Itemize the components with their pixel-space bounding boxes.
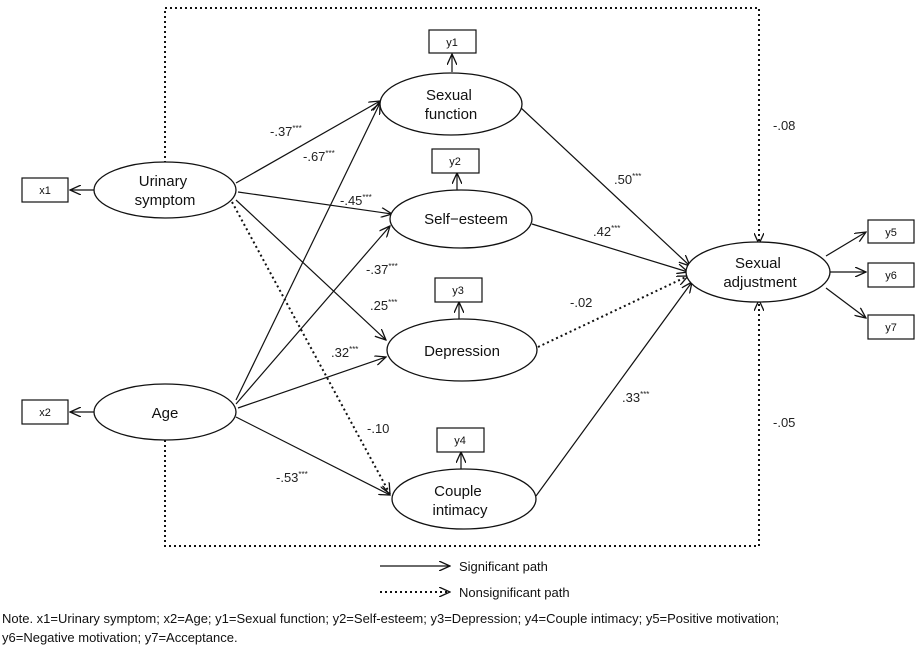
box-y4 bbox=[436, 427, 485, 453]
box-y5 bbox=[867, 219, 915, 244]
label-self-esteem: Self−esteem bbox=[424, 211, 508, 228]
legend-nonsignificant-label: Nonsignificant path bbox=[459, 585, 570, 600]
label-x2: x2 bbox=[39, 407, 51, 419]
path-urinary-to-sexual-function bbox=[235, 101, 380, 184]
coef-urinary-adjustment: -.08 bbox=[773, 118, 795, 133]
box-x1 bbox=[21, 177, 69, 203]
coef-age-sexual-function: -.67*** bbox=[303, 149, 335, 164]
coef-depression-adjustment: -.02 bbox=[570, 295, 592, 310]
coef-urinary-couple-intimacy: -.10 bbox=[367, 421, 389, 436]
label-age: Age bbox=[152, 405, 179, 422]
coef-urinary-sexual-function: -.37*** bbox=[270, 124, 302, 139]
path-adjustment-to-y5 bbox=[825, 232, 866, 257]
label-y5: y5 bbox=[885, 227, 897, 239]
label-x1: x1 bbox=[39, 185, 51, 197]
box-y7 bbox=[867, 314, 915, 340]
coef-urinary-self-esteem: -.45*** bbox=[340, 193, 372, 208]
path-age-to-depression bbox=[237, 357, 386, 409]
coef-couple-intimacy-adjustment: .33*** bbox=[622, 390, 649, 405]
note-line-2: y6=Negative motivation; y7=Acceptance. bbox=[2, 630, 238, 645]
node-sexual-adjustment bbox=[685, 241, 831, 303]
label-y2: y2 bbox=[449, 156, 461, 168]
path-urinary-to-depression bbox=[235, 199, 386, 340]
node-sexual-function bbox=[379, 72, 523, 136]
coef-sexual-function-adjustment: .50*** bbox=[614, 172, 641, 187]
coef-age-depression: .32*** bbox=[331, 345, 358, 360]
coef-age-couple-intimacy: -.53*** bbox=[276, 470, 308, 485]
label-depression: Depression bbox=[424, 343, 500, 360]
path-depression-to-adjustment bbox=[537, 275, 688, 348]
label-y1: y1 bbox=[446, 37, 458, 49]
label-urinary-symptom: Urinary symptom bbox=[135, 173, 196, 209]
node-depression bbox=[386, 318, 538, 382]
label-y6: y6 bbox=[885, 270, 897, 282]
legend: Significant path Nonsignificant path bbox=[380, 559, 570, 600]
node-couple-intimacy bbox=[391, 468, 537, 530]
path-urinary-to-couple-intimacy bbox=[231, 201, 391, 494]
path-urinary-to-adjustment bbox=[164, 7, 759, 244]
coef-age-adjustment: -.05 bbox=[773, 415, 795, 430]
path-couple-intimacy-to-adjustment bbox=[535, 282, 692, 497]
box-y2 bbox=[431, 148, 480, 174]
box-x2 bbox=[21, 399, 69, 425]
path-sexual-function-to-adjustment bbox=[519, 106, 690, 266]
label-y7: y7 bbox=[885, 322, 897, 334]
legend-significant-label: Significant path bbox=[459, 559, 548, 574]
coef-self-esteem-adjustment: .42*** bbox=[593, 224, 620, 239]
node-age bbox=[93, 383, 237, 441]
path-diagram: Urinary symptom Age Sexual function Self… bbox=[21, 7, 915, 600]
path-urinary-to-self-esteem bbox=[237, 191, 392, 214]
label-couple-intimacy: Couple intimacy bbox=[432, 483, 488, 519]
path-age-to-sexual-function bbox=[235, 103, 380, 401]
box-y1 bbox=[428, 29, 477, 54]
path-adjustment-to-y7 bbox=[825, 287, 866, 318]
label-y3: y3 bbox=[452, 285, 464, 297]
coef-urinary-depression: .25*** bbox=[370, 298, 397, 313]
note-line-1: Note. x1=Urinary symptom; x2=Age; y1=Sex… bbox=[2, 611, 780, 626]
node-urinary-symptom bbox=[93, 161, 237, 219]
label-y4: y4 bbox=[454, 435, 466, 447]
node-self-esteem bbox=[389, 189, 533, 249]
figure-note: Note. x1=Urinary symptom; x2=Age; y1=Sex… bbox=[2, 609, 920, 647]
path-age-to-couple-intimacy bbox=[235, 416, 390, 495]
path-self-esteem-to-adjustment bbox=[531, 223, 688, 272]
label-sexual-function: Sexual function bbox=[425, 87, 478, 123]
label-sexual-adjustment: Sexual adjustment bbox=[723, 255, 797, 291]
path-age-to-self-esteem bbox=[235, 226, 390, 405]
box-y3 bbox=[434, 277, 483, 303]
coef-age-self-esteem: -.37*** bbox=[366, 262, 398, 277]
box-y6 bbox=[867, 262, 915, 288]
